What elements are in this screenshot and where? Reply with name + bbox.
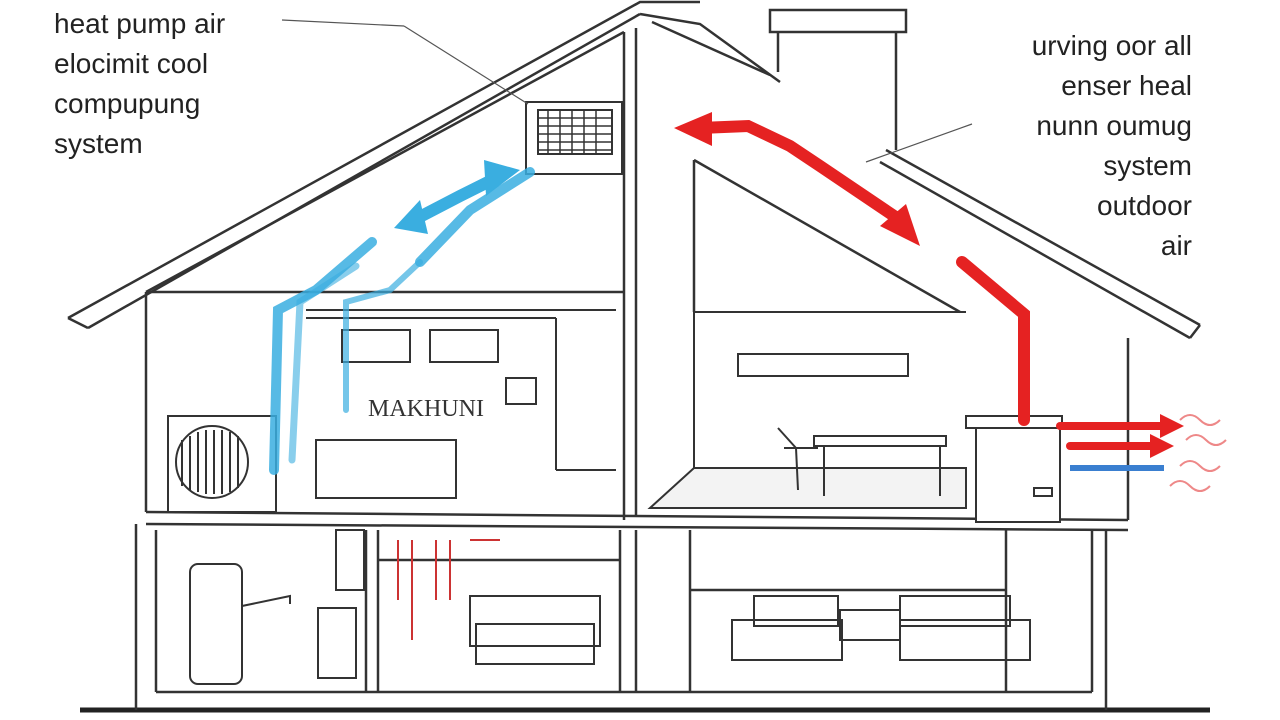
heat-flow-arrows (674, 112, 1184, 458)
house-walls (134, 28, 1129, 710)
chimney (768, 8, 908, 150)
upper-right-room (647, 311, 967, 509)
left-caption-line-3: compupung (54, 88, 201, 119)
right-caption-line-5: outdoor (1097, 190, 1192, 221)
cool-flow-arrows (269, 160, 535, 475)
right-caption-line-1: urving oor all (1031, 30, 1192, 61)
left-caption-line-4: system (54, 128, 143, 159)
lower-floor-furniture (189, 529, 1031, 685)
lower-piping (397, 539, 500, 640)
upper-left-room (306, 309, 616, 499)
leader-lines (281, 19, 973, 163)
indoor-wall-unit (525, 101, 623, 175)
outdoor-air-marks (1169, 414, 1227, 492)
left-caption-line-1: heat pump air (54, 8, 226, 39)
right-caption-line-6: air (1160, 230, 1192, 261)
right-caption-line-4: system (1103, 150, 1192, 181)
outdoor-unit-right (965, 415, 1063, 523)
left-caption-line-2: elocimit cool (54, 48, 209, 79)
right-caption-line-3: nunn oumug (1036, 110, 1192, 141)
right-caption: urving oor all enser heal nunn oumug sys… (1032, 28, 1192, 268)
outdoor-unit-left (167, 415, 277, 513)
left-caption: heat pump air elocimit cool compupung sy… (54, 6, 225, 166)
wall-sign-text: MAKHUNI (368, 396, 484, 422)
right-caption-line-2: enser heal (1061, 70, 1192, 101)
